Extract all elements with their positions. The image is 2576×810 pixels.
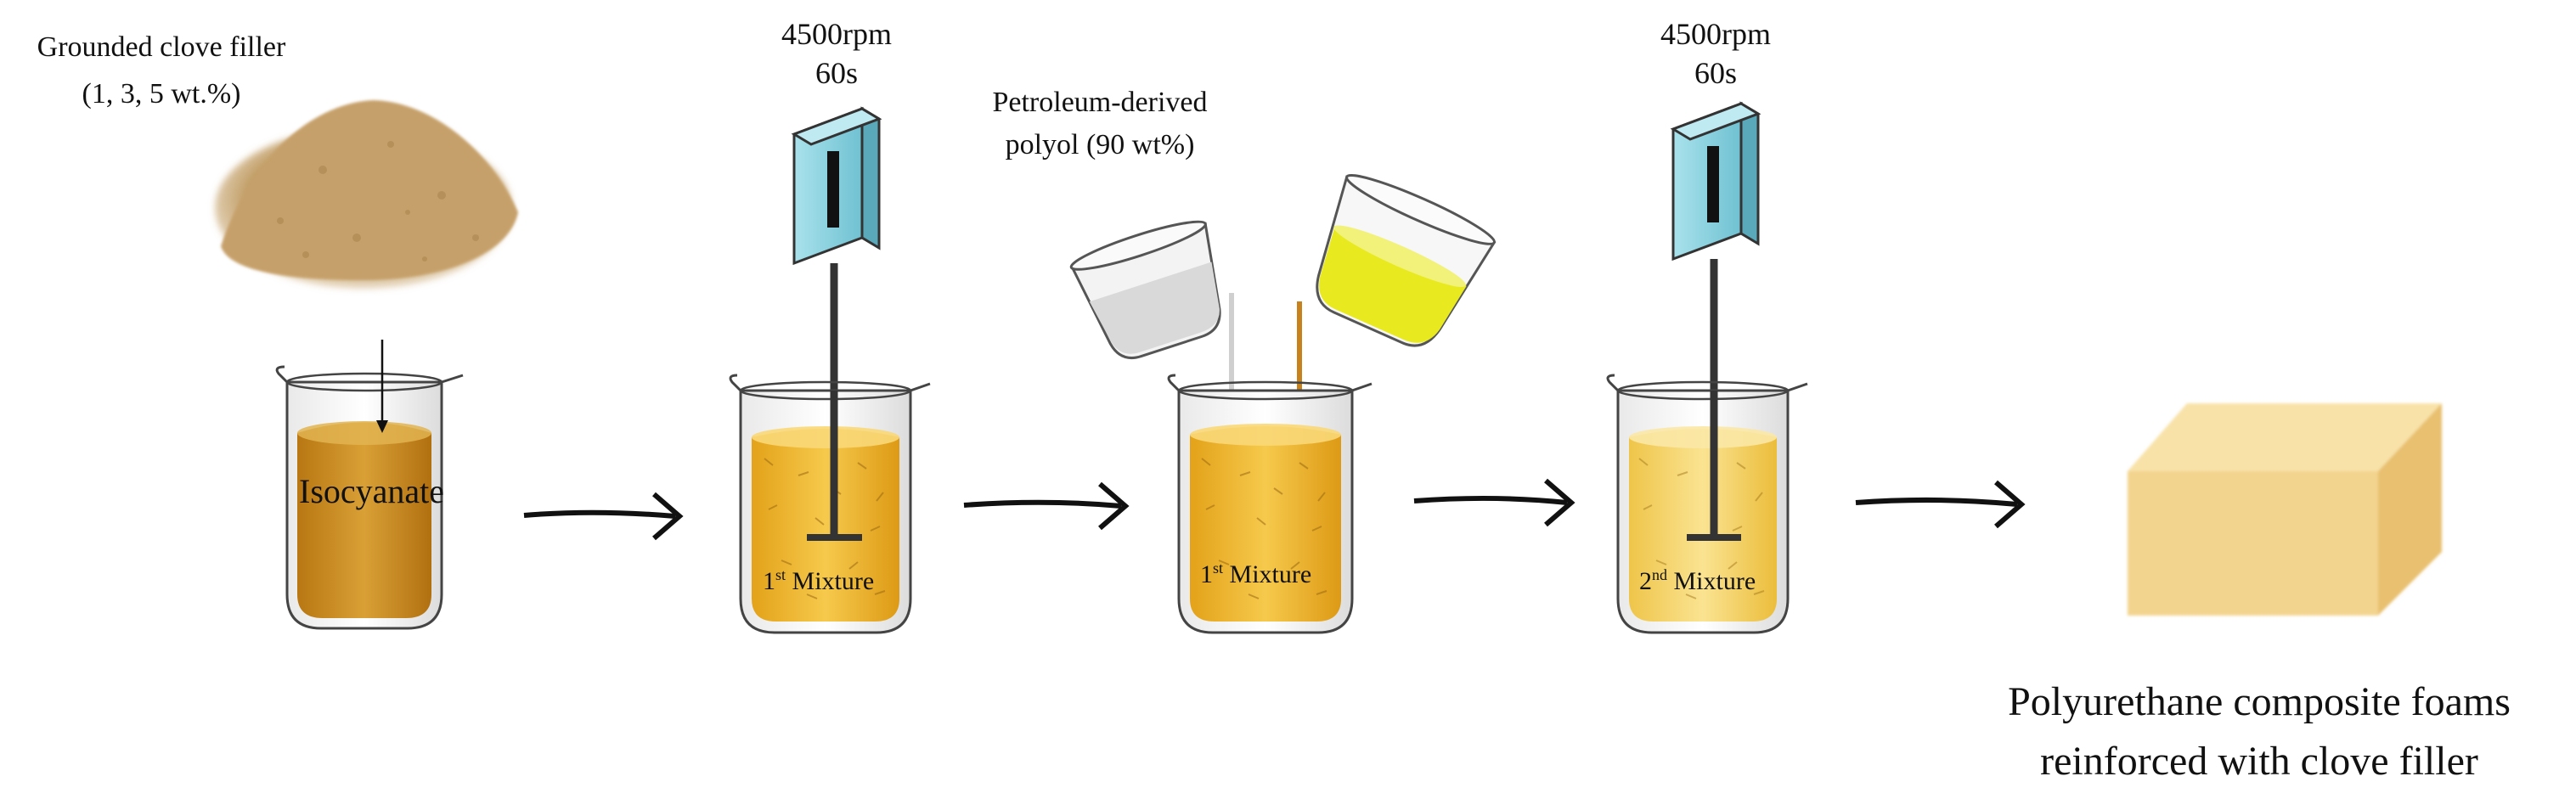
mixer-2-time: 60s bbox=[1694, 56, 1737, 90]
result-line-1: Polyurethane composite foams bbox=[2008, 679, 2511, 724]
result-line-2: reinforced with clove filler bbox=[2040, 739, 2478, 784]
flow-arrow-4 bbox=[1855, 480, 2026, 529]
mixture-2-label: 2nd Mixture bbox=[1639, 566, 1756, 595]
mixer-1-speed: 4500rpm bbox=[781, 17, 892, 51]
clove-powder-pile bbox=[215, 100, 518, 289]
foam-block bbox=[2128, 403, 2442, 616]
beaker-mixture-1-pour bbox=[1167, 374, 1373, 634]
filler-title: Grounded clove filler bbox=[37, 31, 286, 63]
pouring-cups bbox=[1069, 173, 1497, 429]
isocyanate-label: Isocyanate bbox=[299, 472, 445, 510]
flow-arrow-2 bbox=[963, 481, 1130, 531]
polyol-line-1: Petroleum-derived bbox=[992, 87, 1208, 118]
mixture-1-label: 1st Mixture bbox=[763, 566, 875, 595]
filler-amounts: (1, 3, 5 wt.%) bbox=[82, 78, 241, 110]
polyol-line-2: polyol (90 wt%) bbox=[1005, 129, 1195, 160]
mixture-1b-label: 1st Mixture bbox=[1200, 560, 1312, 588]
beaker-mixture-1 bbox=[729, 374, 931, 634]
flow-arrow-1 bbox=[523, 492, 684, 541]
mixer-2-speed: 4500rpm bbox=[1660, 17, 1771, 51]
filler-down-arrow bbox=[376, 340, 388, 433]
beaker-mixture-2 bbox=[1606, 374, 1808, 634]
beaker-isocyanate bbox=[275, 365, 464, 630]
mixer-1-time: 60s bbox=[815, 56, 858, 90]
flow-arrow-3 bbox=[1413, 478, 1575, 527]
